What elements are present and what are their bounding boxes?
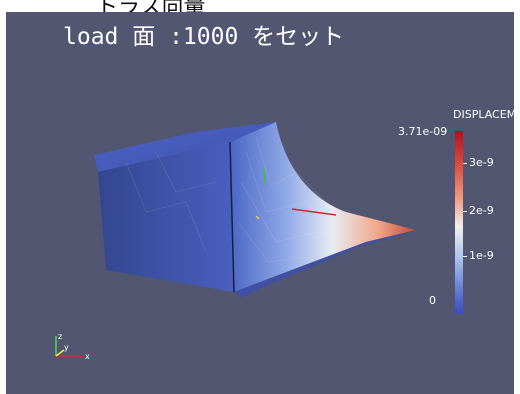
- deformed-tail-surface: [230, 122, 416, 292]
- orientation-axes: x z y: [55, 332, 90, 361]
- colorbar-tick-mark: [463, 211, 467, 212]
- load-vector-red: [291, 208, 337, 216]
- colorbar-min-label: 0: [429, 294, 436, 307]
- colorbar-title: DISPLACEMENT: [453, 108, 514, 121]
- deformed-tail-underside: [234, 230, 416, 298]
- load-vector-green: [263, 167, 266, 185]
- deformed-mesh: [94, 122, 416, 298]
- y-axis-line: [55, 349, 65, 357]
- colorbar-tick-mark: [463, 163, 467, 164]
- colorbar-tick-label: 1e-9: [469, 249, 494, 262]
- block-front-face: [98, 142, 234, 292]
- colorbar-tick-mark: [463, 256, 467, 257]
- colorbar-tick-label: 3e-9: [469, 156, 494, 169]
- y-axis-label: y: [64, 343, 69, 352]
- z-axis-label: z: [58, 332, 62, 341]
- block-top-face: [94, 122, 276, 172]
- render-viewport[interactable]: load 面 :1000 をセット: [6, 12, 514, 394]
- block-edge: [229, 141, 235, 293]
- mesh-lines: [125, 136, 367, 263]
- load-vector-yellow: [255, 215, 260, 220]
- view-title: load 面 :1000 をセット: [63, 24, 345, 50]
- colorbar-tick-label: 2e-9: [469, 204, 494, 217]
- colorbar-max-label: 3.71e-09: [398, 125, 448, 138]
- x-axis-label: x: [85, 352, 90, 361]
- colorbar-gradient: [455, 131, 463, 314]
